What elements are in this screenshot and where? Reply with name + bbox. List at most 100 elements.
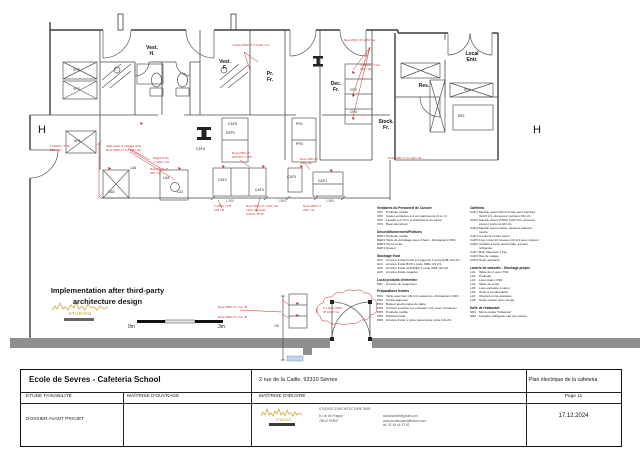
drawing-title: Plan électrique de la cafeteria — [529, 377, 598, 383]
legend-item-code: PR4 — [377, 305, 384, 310]
legend-item-code: SR2 — [470, 314, 477, 319]
implementation-note-line2: architecture design — [72, 296, 143, 306]
electrical-markup — [96, 46, 378, 326]
legend-item-code: VP3 — [377, 218, 383, 223]
equipment-label: CF4 — [350, 110, 357, 114]
legend-item-code: AF6 — [377, 270, 383, 275]
equipment-label: AF6 — [74, 139, 81, 143]
legend-item-code: LA5 — [470, 286, 476, 291]
electrical-annotation: 2 x New 230V IP 44/67 GL — [323, 306, 343, 314]
legend-item-code: CAF4 — [470, 234, 478, 239]
room-label-reserve: Res. — [418, 83, 430, 89]
legend-section-title: Vestiaires du Personnel de Cuisine — [377, 206, 432, 210]
legend-item-code: PR1 — [377, 293, 384, 298]
electrical-annotation: New 230V+T / GL / B — [218, 305, 248, 309]
legend-item-code: CAF1 — [470, 210, 478, 215]
legend-section-title: Préparations froides — [377, 289, 410, 294]
legend-item-text: Hotte à condensation — [479, 290, 509, 295]
legend-item-text: Poubelle mobile — [386, 210, 409, 215]
legend-item-code: LA2 — [470, 274, 476, 279]
legend-item-code: LA7 — [470, 294, 476, 299]
legend-section-title: Déconditionnement/Portions — [377, 229, 423, 234]
project-address: 2 rue de la Caille, 92310 Sèvres — [259, 377, 338, 383]
partition-walls — [30, 30, 498, 200]
studios-logo-text: STUDIOS — [68, 311, 92, 316]
legend-item-text: Lave-vaisselle à capot — [479, 286, 510, 291]
implementation-note: Implementation after third-party archite… — [15, 286, 200, 307]
legend-item-text: Table de sortie — [479, 282, 500, 287]
legend-item-code: PR2 — [377, 297, 384, 302]
electrical-annotation: New 230V IP 44/67 GL — [344, 38, 376, 42]
legend-section-laverie: Laverie de vaisselle - Stockage propre L… — [470, 266, 540, 302]
floor-plan-drawing — [10, 13, 640, 362]
electrical-annotation: T=400V / T GL 230 / GL — [50, 144, 71, 152]
legend-item-code: LA3 — [470, 278, 476, 283]
legend-item-text: Poubelle mobile — [386, 234, 409, 239]
equipment-label: DEP2 — [226, 131, 236, 135]
legend-item-code: SR1 — [470, 310, 477, 315]
firm-address: 8, rue de Prague 75012 PARIS — [319, 414, 343, 423]
legend-item-text: Placard mural — [386, 313, 406, 318]
legend-item-text: Comptoir neutre avant — [479, 234, 510, 239]
legend-item-code: VP4 — [377, 222, 383, 227]
equipment-label: PE1 — [464, 88, 471, 92]
equipment-label: LA8 — [108, 190, 115, 194]
legend-item-text: Armoire froide BOF 1 porte 600L GN 2/1 — [386, 261, 442, 266]
electrical-annotation: Wall outlet & voltage drop New 230V+T 3,… — [106, 144, 142, 152]
legend-item-code: VP2 — [377, 214, 383, 219]
legend-item-text: Fontaine réfrigérée eau sur réseau — [479, 314, 527, 319]
legend-section-title: Laverie de vaisselle - Stockage propre — [470, 265, 530, 270]
equipment-label: CAF8 — [196, 147, 206, 151]
electrical-annotation: New 230V+T 275 GN / 1 TD — [232, 151, 252, 159]
firm-email: studiosarchi@gmail.com — [383, 414, 418, 418]
legend-item-text: Table de tri avec TVD — [479, 270, 509, 275]
dossier-phase: DOSSIER AVANT PROJET — [26, 417, 85, 422]
legend-item-text: Doseur — [386, 246, 396, 251]
legend-item-text: Poubelle — [479, 274, 492, 279]
equipment-label: VP2 — [73, 87, 80, 91]
legend-item-code: DEP1 — [377, 234, 386, 239]
legend-item-text: Batteur électronique de table — [386, 301, 426, 306]
legend-item-text: Casier vestiaires à 2 compartiments (2 e… — [386, 214, 447, 219]
title-block-divider — [21, 392, 621, 393]
equipment-label: RE1 — [458, 114, 465, 118]
electrical-annotation: New 230V+T / 230 / GL Lave Vaisselle 3 P… — [246, 204, 279, 216]
legend-item-text: Coupe-légumes — [386, 297, 408, 302]
legend-section-title: Cafétéria — [470, 206, 485, 210]
dimension-label: 150 — [274, 324, 280, 328]
equipment-label: CAF1 — [318, 179, 328, 183]
electrical-annotation: x New 230V+T 3,3 kW / GL — [232, 43, 270, 47]
legend-item-text: Ouvre boîte — [386, 242, 403, 247]
room-label-vest-h: Vest. H. — [146, 45, 158, 57]
legend-item-text: Chariots porte assiettes — [479, 294, 512, 299]
electrical-annotation: New 230V+T / GL / B — [218, 315, 248, 319]
exterior-wall-band — [10, 336, 640, 362]
firm-website: www.studiosdarchitecture.com — [383, 418, 427, 423]
legend-item-text: Four mixte 10 niveaux GN 1/1 avec suppor… — [479, 238, 539, 243]
room-label-vest-f: Vest. F. — [219, 59, 231, 71]
grid-marker-left: H — [38, 124, 46, 136]
